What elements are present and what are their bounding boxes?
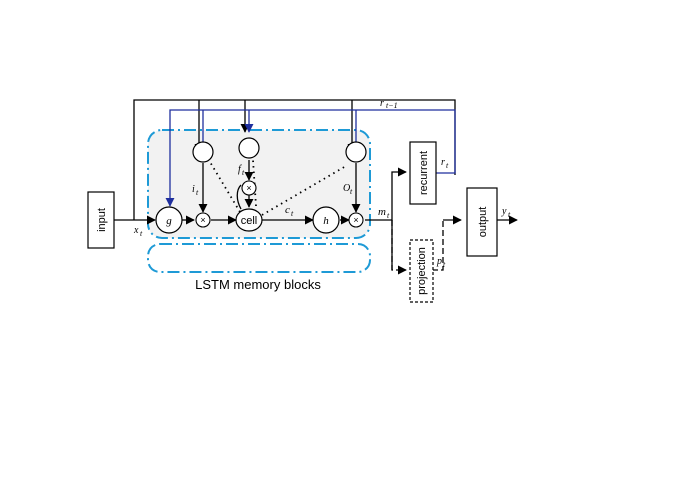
r-sub: t: [446, 161, 449, 170]
f-label: f: [238, 164, 242, 175]
o-label: O: [343, 183, 350, 194]
forget-gate: [238, 137, 260, 159]
y-sub: t: [508, 210, 511, 219]
f-sub: t: [242, 168, 245, 177]
projection-lines: [391, 220, 444, 275]
memory-blocks-caption: LSTM memory blocks: [195, 277, 321, 292]
main-flow-lines: [114, 160, 518, 270]
recurrent-block: [409, 141, 437, 205]
output-multiply: [348, 212, 364, 228]
cell-node: [235, 208, 263, 232]
r-prev-label: r: [380, 98, 384, 109]
c-sub: t: [291, 209, 294, 218]
projection-label: projection: [416, 247, 428, 295]
m-label: m: [378, 206, 386, 218]
y-label: y: [501, 206, 507, 217]
c-label: c: [285, 204, 290, 216]
input-multiply: [195, 212, 211, 228]
memory-block-frame-lower: [147, 243, 371, 273]
input-label: input: [96, 208, 108, 232]
g-node: [155, 206, 183, 234]
r-prev-sub: t−1: [386, 101, 398, 110]
recurrent-label: recurrent: [418, 151, 430, 195]
output-block: [466, 187, 498, 257]
h-label: h: [323, 215, 329, 227]
p-label: p: [436, 256, 442, 267]
x-label: x: [133, 225, 139, 236]
input-multiply-symbol: ×: [200, 215, 205, 225]
output-gate: [345, 141, 367, 163]
m-sub: t: [387, 211, 390, 220]
g-label: g: [166, 215, 172, 227]
cell-label: cell: [241, 215, 258, 227]
output-label: output: [477, 207, 489, 238]
output-multiply-symbol: ×: [353, 215, 358, 225]
r-label: r: [441, 157, 445, 168]
forget-multiply: [241, 180, 257, 196]
input-block: [87, 191, 115, 249]
i-sub: t: [196, 188, 199, 197]
o-sub: t: [350, 187, 353, 196]
h-node: [312, 206, 340, 234]
p-sub: t: [443, 260, 446, 269]
forget-multiply-symbol: ×: [246, 183, 251, 193]
x-sub: t: [140, 229, 143, 238]
input-gate: [192, 141, 214, 163]
i-label: i: [192, 184, 195, 195]
projection-block: [409, 239, 434, 303]
